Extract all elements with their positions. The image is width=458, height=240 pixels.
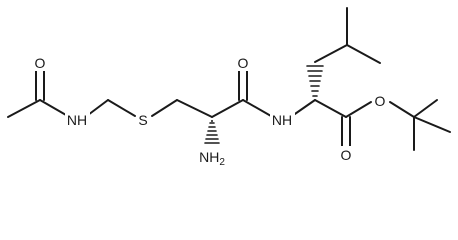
bond-tbu-up [413, 99, 438, 118]
bond-alpha-ester [314, 99, 347, 118]
atom-sulfur: S [138, 112, 147, 128]
atom-amide-nitrogen-2: NH [272, 112, 292, 128]
atom-amino-nitrogen: NH2 [199, 149, 225, 168]
wedge-layer [204, 65, 324, 144]
bond-ester-o [345, 101, 372, 118]
bond-n-methylene [87, 99, 109, 116]
atom-amide-nitrogen-1: NH [67, 112, 87, 128]
bond-methyl-acetyl [7, 99, 41, 118]
bond-acetyl-n [39, 99, 67, 116]
hashed-wedge-amino [204, 120, 220, 144]
structure-diagram: O NH S O NH2 NH O O [7, 7, 451, 168]
bond-methylene-s [107, 99, 136, 117]
bond-tbu-right [413, 116, 451, 133]
bond-ch-methyl-right [346, 44, 381, 64]
atom-labels: O NH S O NH2 NH O O [33, 55, 387, 168]
bond-nh-alpha-leu [291, 99, 316, 117]
atom-carbonyl-oxygen: O [341, 147, 352, 163]
atom-amide-oxygen: O [238, 55, 249, 71]
amino-nh: NH [199, 149, 219, 165]
bond-o-quaternary [389, 101, 415, 118]
bond-methylene-alpha [176, 99, 213, 118]
bond-layer [7, 7, 451, 151]
atom-ester-oxygen: O [375, 93, 386, 109]
atom-acetyl-oxygen: O [35, 55, 46, 71]
bond-ch2-ch [314, 44, 348, 63]
hashed-wedge-sidechain [306, 65, 324, 97]
bond-carbonyl-nh [242, 99, 272, 117]
bond-alpha-carbonyl [211, 99, 244, 118]
amino-subscript: 2 [219, 157, 225, 168]
bond-s-methylene [151, 99, 178, 117]
